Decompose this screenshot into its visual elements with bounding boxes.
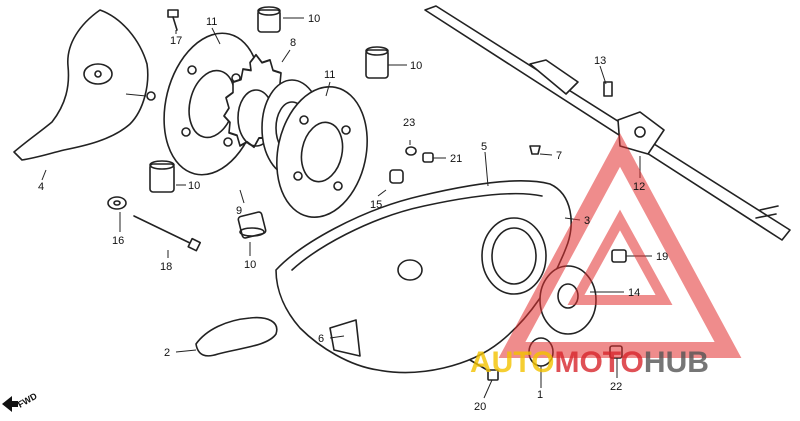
callout-13: 13 [594,55,606,67]
part-15-grommet [389,169,404,184]
svg-text:AUTOMOTOHUB: AUTOMOTOHUB [470,346,709,379]
callout-18: 18 [160,261,172,273]
callout-2: 2 [164,347,170,359]
leader-lines [41,17,652,399]
part-4-guard-plate [13,9,156,161]
callout-10-left: 10 [188,180,200,192]
part-10-bushing-right [365,46,389,79]
watermark-auto: AUTO [470,346,554,379]
callout-5: 5 [481,141,487,153]
watermark-moto: MOTO [554,346,643,379]
forward-arrow-icon [2,396,18,412]
watermark-hub: HUB [644,346,709,379]
forward-direction-marker: FWD [2,391,39,412]
callout-23: 23 [403,117,415,129]
callout-22: 22 [610,381,622,393]
callout-16: 16 [112,235,124,247]
callout-7: 7 [556,150,562,162]
forward-label: FWD [16,391,39,410]
part-19-bolt [611,249,627,263]
logo-triangle [498,133,742,358]
callout-11-lower: 11 [324,69,335,81]
watermark-wordmark: AUTOMOTOHUB [470,346,709,379]
part-11-flange-lower [276,85,368,219]
callout-1: 1 [537,389,543,401]
part-21-nut [422,152,434,163]
callout-20: 20 [474,401,486,413]
part-3-chain-case [275,180,572,374]
part-17-bolt [167,9,179,31]
callout-15: 15 [370,199,382,211]
part-20-bolt [469,359,499,381]
part-2-clip [195,316,278,357]
part-10-bushing-top [257,6,281,33]
callout-21: 21 [450,153,462,165]
callout-10-right: 10 [410,60,422,72]
callout-19: 19 [656,251,668,263]
watermark-logo-icon [498,133,742,358]
part-10-bushing-bottom [237,211,267,239]
callout-11-upper: 11 [206,16,217,28]
callout-9: 9 [236,205,242,217]
callout-4: 4 [38,181,44,193]
part-18-axle-bolt [133,215,202,252]
callout-8: 8 [290,37,296,49]
part-12-drive-shaft [424,5,791,241]
callout-17: 17 [170,35,182,47]
part-11-flange-upper [163,32,261,176]
part-23-washer [405,146,417,156]
part-7-screw [529,145,541,155]
callout-10-top: 10 [308,13,320,25]
callout-labels: 1 2 3 4 5 6 7 8 9 10 10 10 10 11 11 12 1… [38,13,668,413]
part-16-washer [107,196,127,210]
part-10-bushing-left [149,160,175,193]
callout-14: 14 [628,287,640,299]
callout-12: 12 [633,181,645,193]
callout-3: 3 [584,215,590,227]
callout-10-bottom: 10 [244,259,256,271]
callout-6: 6 [318,333,324,345]
